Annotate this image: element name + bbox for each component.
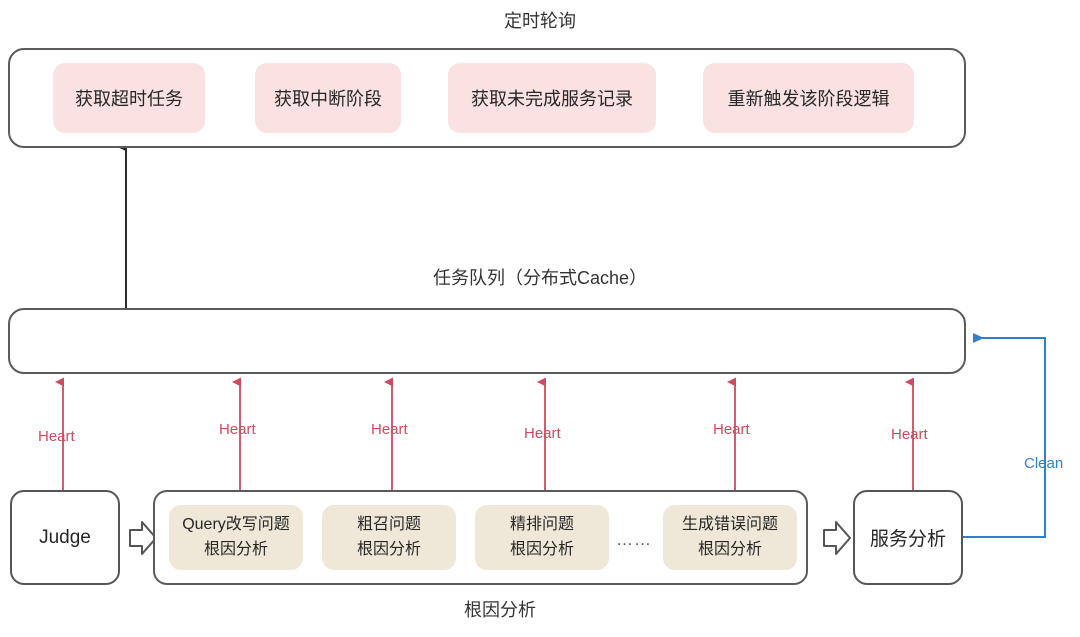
root-cause-item-3-line2: 根因分析 (509, 540, 574, 558)
root-cause-caption: 根因分析 (464, 600, 536, 620)
root-cause-item-2[interactable]: 粗召问题 根因分析 (322, 505, 456, 570)
polling-step-3[interactable]: 获取未完成服务记录 (448, 63, 656, 133)
heart-label-2: Heart (219, 421, 256, 438)
service-analysis-node[interactable]: 服务分析 (853, 490, 963, 585)
heart-label-3: Heart (371, 421, 408, 438)
root-cause-item-3-line1: 精排问题 (509, 515, 574, 533)
polling-step-4[interactable]: 重新触发该阶段逻辑 (703, 63, 914, 133)
root-cause-item-4-line1: 生成错误问题 (681, 515, 778, 533)
polling-step-4-label: 重新触发该阶段逻辑 (727, 89, 890, 109)
heart-label-6: Heart (891, 426, 928, 443)
heart-label-1: Heart (38, 428, 75, 445)
heart-arrow-group (55, 377, 914, 490)
judge-node[interactable]: Judge (10, 490, 120, 585)
root-cause-item-3[interactable]: 精排问题 根因分析 (475, 505, 609, 570)
root-cause-item-2-line2: 根因分析 (356, 540, 421, 558)
root-cause-item-4-line2: 根因分析 (697, 540, 762, 558)
root-cause-item-1[interactable]: Query改写问题 根因分析 (169, 505, 303, 570)
polling-step-2[interactable]: 获取中断阶段 (255, 63, 401, 133)
heart-label-5: Heart (713, 421, 750, 438)
root-cause-item-1-line2: 根因分析 (203, 540, 268, 558)
arrow-right-outline-icon (823, 521, 851, 555)
polling-step-2-label: 获取中断阶段 (274, 89, 382, 109)
root-cause-item-4[interactable]: 生成错误问题 根因分析 (663, 505, 797, 570)
root-cause-item-1-line1: Query改写问题 (182, 515, 290, 533)
polling-caption: 定时轮询 (504, 11, 576, 31)
polling-step-3-label: 获取未完成服务记录 (471, 89, 633, 109)
clean-feedback-path (963, 333, 1046, 538)
queue-caption: 任务队列（分布式Cache） (432, 268, 648, 288)
polling-step-1[interactable]: 获取超时任务 (53, 63, 205, 133)
task-queue-box (8, 308, 966, 374)
service-analysis-label: 服务分析 (869, 529, 946, 550)
heart-label-4: Heart (524, 425, 561, 442)
root-cause-ellipsis: …… (616, 530, 652, 549)
clean-label: Clean (1024, 455, 1064, 472)
root-cause-item-2-line1: 粗召问题 (356, 515, 421, 533)
judge-label: Judge (39, 526, 91, 548)
polling-step-1-label: 获取超时任务 (75, 89, 183, 109)
